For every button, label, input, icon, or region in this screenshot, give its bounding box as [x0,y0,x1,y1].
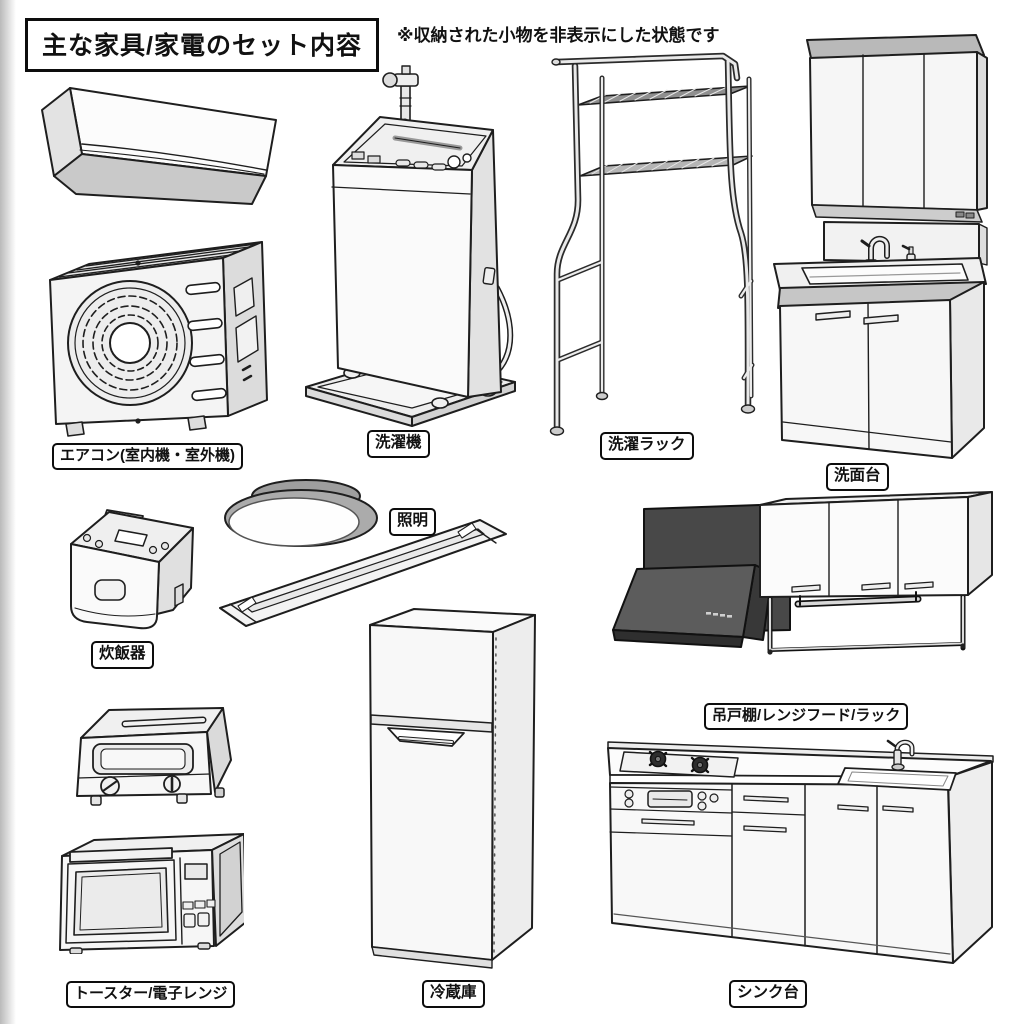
label-washer: 洗濯機 [367,430,430,458]
page-edge-shading [0,0,16,1024]
label-hanging-cupboard: 吊戸棚/レンジフード/ラック [704,703,909,731]
aircon-indoor-figure [30,78,285,213]
rice-cooker-figure [55,488,205,640]
label-fridge: 冷蔵庫 [422,980,485,1008]
microwave-figure [52,806,244,954]
label-laundry-rack: 洗濯ラック [600,432,694,460]
page-note: ※収納された小物を非表示にした状態です [397,26,720,45]
bar-light-illustration [219,519,507,627]
washer-figure [300,60,535,435]
aircon-outdoor-illustration [49,241,268,437]
sink-unit-illustration [607,739,994,964]
aircon-indoor-illustration [41,87,277,205]
vanity-illustration [773,34,988,459]
fridge-figure [352,602,548,974]
fridge-illustration [369,608,536,969]
page-title: 主な家具/家電のセット内容 [25,18,379,72]
ceiling-light-figure [213,472,385,564]
bar-light-figure [212,512,514,634]
laundry-rack-figure [545,48,770,448]
label-aircon: エアコン(室内機・室外機) [52,443,243,471]
toaster-figure [65,698,240,810]
laundry-rack-illustration [549,52,756,436]
hanging-cupboard-illustration [612,491,993,655]
washer-illustration [305,65,516,427]
label-lighting: 照明 [389,508,437,536]
aircon-outdoor-figure [38,228,273,440]
microwave-illustration [59,833,244,954]
toaster-illustration [76,707,232,806]
label-vanity: 洗面台 [826,463,889,491]
sink-unit-figure [598,730,1008,978]
rice-cooker-illustration [70,509,194,630]
label-sink-unit: シンク台 [729,980,808,1008]
ceiling-light-illustration [224,479,378,547]
hanging-cupboard-figure [600,483,1002,669]
label-rice-cooker: 炊飯器 [91,641,154,669]
vanity-figure [770,30,1000,470]
label-toaster-microwave: トースター/電子レンジ [66,981,236,1009]
